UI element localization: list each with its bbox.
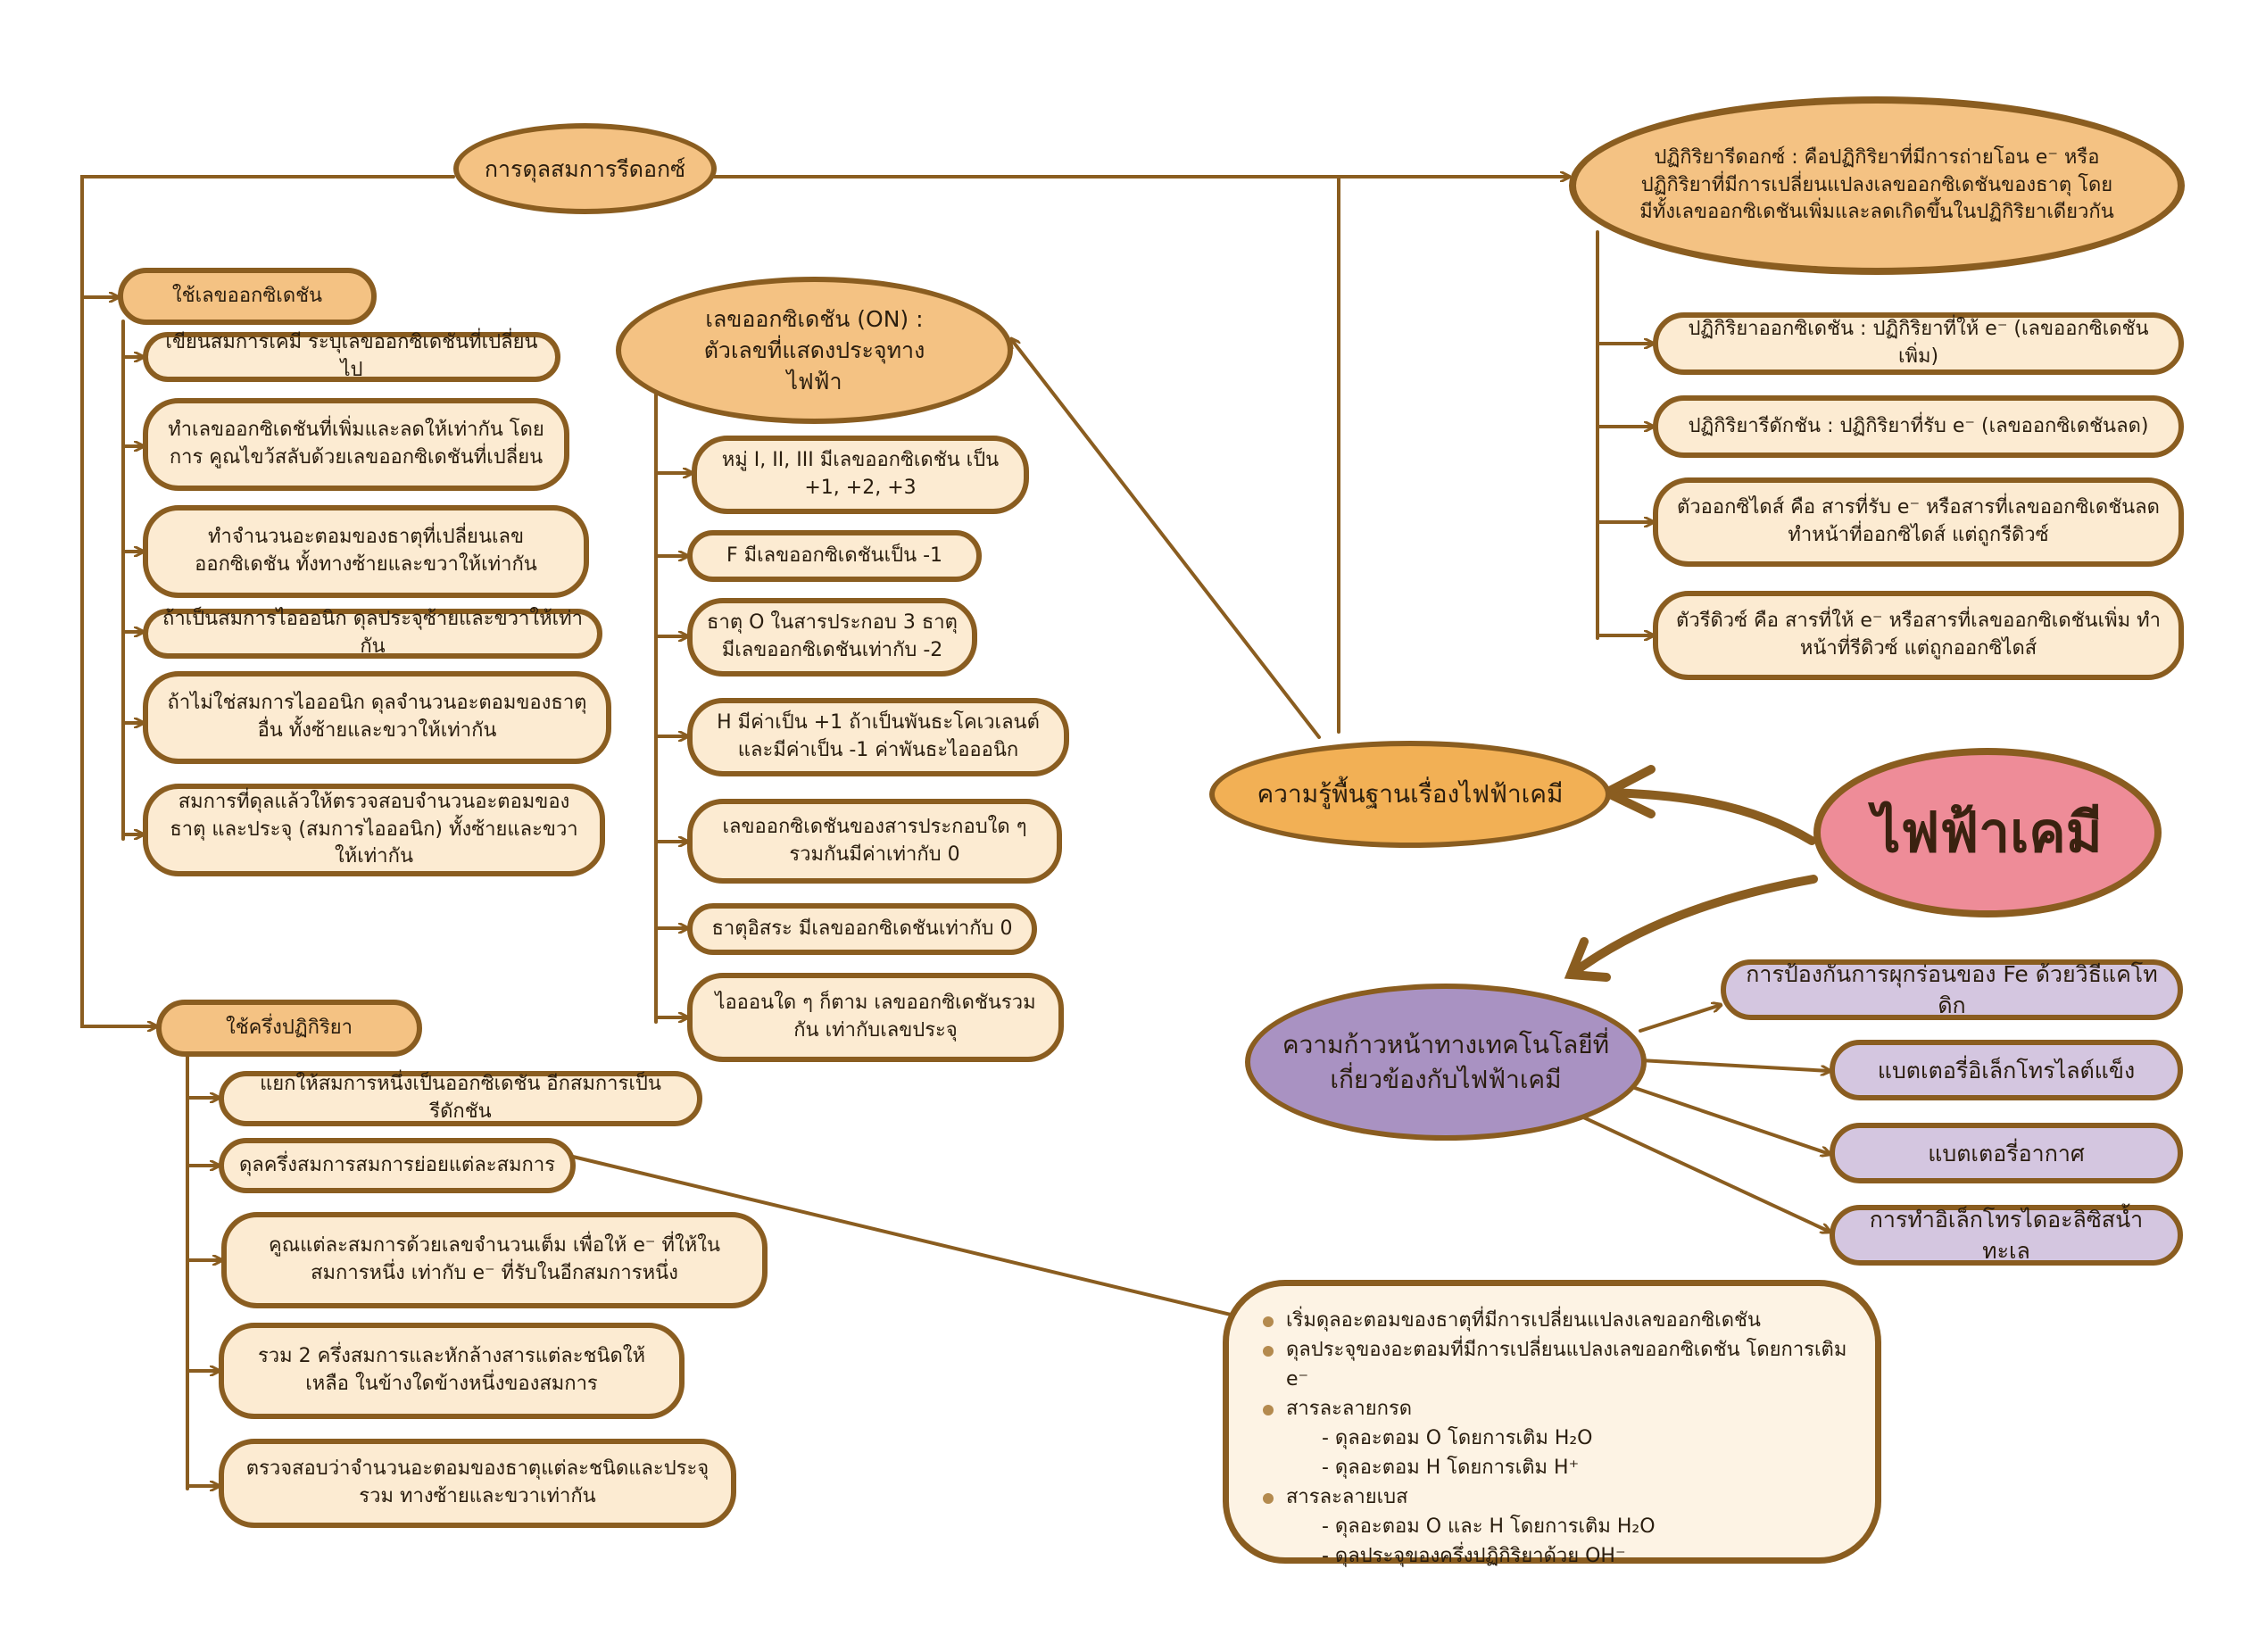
- on-step-2[interactable]: ทำเลขออกซิเดชันที่เพิ่มและลดให้เท่ากัน โ…: [143, 398, 569, 491]
- on-rule-oxygen[interactable]: ธาตุ O ในสารประกอบ 3 ธาตุ มีเลขออกซิเดชั…: [687, 598, 977, 677]
- detail-bullet: ดุลประจุของอะตอมที่มีการเปลี่ยนแปลงเลขออ…: [1261, 1335, 1848, 1394]
- redox-definition[interactable]: ปฏิกิริยารีดอกซ์ : คือปฏิกิริยาที่มีการถ…: [1569, 96, 2185, 275]
- on-rule-hydrogen[interactable]: H มีค่าเป็น +1 ถ้าเป็นพันธะโคเวเลนต์ และ…: [687, 698, 1069, 776]
- basics-topic[interactable]: ความรู้พื้นฐานเรื่องไฟฟ้าเคมี: [1209, 741, 1611, 848]
- detail-bullet: เริ่มดุลอะตอมของธาตุที่มีการเปลี่ยนแปลงเ…: [1261, 1306, 1848, 1335]
- detail-subline: - ดุลประจุของครึ่งปฏิกิริยาด้วย OH⁻: [1322, 1545, 1626, 1567]
- redox-item-oxidizing-agent[interactable]: ตัวออกซิไดส์ คือ สารที่รับ e⁻ หรือสารที่…: [1653, 477, 2184, 567]
- half-step-5[interactable]: ตรวจสอบว่าจำนวนอะตอมของธาตุแต่ละชนิดและป…: [219, 1439, 736, 1528]
- basics-label: ความรู้พื้นฐานเรื่องไฟฟ้าเคมี: [1257, 779, 1564, 809]
- center-to-tech-arrow: [1566, 875, 1818, 979]
- half-step-1[interactable]: แยกให้สมการหนึ่งเป็นออกซิเดชัน อีกสมการเ…: [219, 1071, 702, 1126]
- half-step-3[interactable]: คูณแต่ละสมการด้วยเลขจำนวนเต็ม เพื่อให้ e…: [221, 1212, 768, 1308]
- balancing-topic[interactable]: การดุลสมการรีดอกซ์: [453, 123, 717, 214]
- on-step-6[interactable]: สมการที่ดุลแล้วให้ตรวจสอบจำนวนอะตอมของธา…: [143, 784, 605, 876]
- half-to-detail-link: [571, 1155, 1249, 1319]
- technology-item-air-battery[interactable]: แบตเตอรี่อากาศ: [1830, 1123, 2183, 1183]
- redox-item-reducing-agent[interactable]: ตัวรีดิวซ์ คือ สารที่ให้ e⁻ หรือสารที่เล…: [1653, 591, 2184, 680]
- on-rule-fluorine[interactable]: F มีเลขออกซิเดชันเป็น -1: [687, 530, 982, 582]
- center-to-tech-arrowhead: [1564, 937, 1611, 982]
- on-step-5[interactable]: ถ้าไม่ใช่สมการไอออนิก ดุลจำนวนอะตอมของธา…: [143, 671, 611, 764]
- on-rule-free-element[interactable]: ธาตุอิสระ มีเลขออกซิเดชันเท่ากับ 0: [687, 903, 1037, 955]
- redox-item-reduction[interactable]: ปฏิกิริยารีดักชัน : ปฏิกิริยาที่รับ e⁻ (…: [1653, 395, 2184, 458]
- detail-bullet: สารละลายกรด: [1261, 1394, 1848, 1424]
- detail-subline: - ดุลอะตอม O และ H โดยการเติม H₂O: [1322, 1515, 1656, 1538]
- technology-item-cathodic[interactable]: การป้องกันการผุกร่อนของ Fe ด้วยวิธีแคโทด…: [1721, 959, 2183, 1020]
- half-step-4[interactable]: รวม 2 ครึ่งสมการและหักล้างสารแต่ละชนิดให…: [219, 1323, 685, 1419]
- technology-item-solid-battery[interactable]: แบตเตอรี่อิเล็กโทรไลต์แข็ง: [1830, 1040, 2183, 1100]
- on-rule-compound[interactable]: เลขออกซิเดชันของสารประกอบใด ๆ รวมกันมีค่…: [687, 799, 1062, 884]
- oxidation-number-topic[interactable]: เลขออกซิเดชัน (ON) : ตัวเลขที่แสดงประจุท…: [616, 277, 1013, 424]
- technology-item-electrodialysis[interactable]: การทำอิเล็กโทรไดอะลิซิสน้ำทะเล: [1830, 1205, 2183, 1266]
- redox-definition-text: ปฏิกิริยารีดอกซ์ : คือปฏิกิริยาที่มีการถ…: [1639, 145, 2114, 224]
- half-reaction-detail[interactable]: เริ่มดุลอะตอมของธาตุที่มีการเปลี่ยนแปลงเ…: [1223, 1280, 1881, 1567]
- center-title: ไฟฟ้าเคมี: [1872, 799, 2103, 865]
- detail-bullet: สารละลายเบส: [1261, 1482, 1848, 1512]
- detail-subline: - ดุลอะตอม O โดยการเติม H₂O: [1322, 1427, 1593, 1449]
- basics-to-on-link: [1011, 339, 1321, 739]
- center-topic[interactable]: ไฟฟ้าเคมี: [1813, 748, 2162, 917]
- balancing-method-half[interactable]: ใช้ครึ่งปฏิกิริยา: [156, 1000, 422, 1057]
- on-step-1[interactable]: เขียนสมการเคมี ระบุเลขออกซิเดชันที่เปลี่…: [143, 331, 560, 382]
- on-rule-ion[interactable]: ไอออนใด ๆ ก็ตาม เลขออกซิเดชันรวมกัน เท่า…: [687, 973, 1064, 1062]
- technology-label: ความก้าวหน้าทางเทคโนโลยีที่เกี่ยวข้องกับ…: [1282, 1029, 1610, 1094]
- redox-item-oxidation[interactable]: ปฏิกิริยาออกซิเดชัน : ปฏิกิริยาที่ให้ e⁻…: [1653, 312, 2184, 375]
- detail-subline: - ดุลอะตอม H โดยการเติม H⁺: [1322, 1457, 1580, 1479]
- on-rule-groups[interactable]: หมู่ I, II, III มีเลขออกซิเดชัน เป็น +1,…: [692, 436, 1029, 514]
- balancing-left-link: [80, 175, 455, 1026]
- on-step-3[interactable]: ทำจำนวนอะตอมของธาตุที่เปลี่ยนเลขออกซิเดช…: [143, 505, 589, 598]
- technology-topic[interactable]: ความก้าวหน้าทางเทคโนโลยีที่เกี่ยวข้องกับ…: [1245, 984, 1647, 1141]
- on-step-4[interactable]: ถ้าเป็นสมการไอออนิก ดุลประจุซ้ายและขวาให…: [143, 608, 602, 659]
- center-to-basics-arrow: [1602, 788, 1816, 845]
- balancing-method-on[interactable]: ใช้เลขออกซิเดชัน: [118, 268, 377, 325]
- half-step-2[interactable]: ดุลครึ่งสมการสมการย่อยแต่ละสมการ: [219, 1138, 576, 1193]
